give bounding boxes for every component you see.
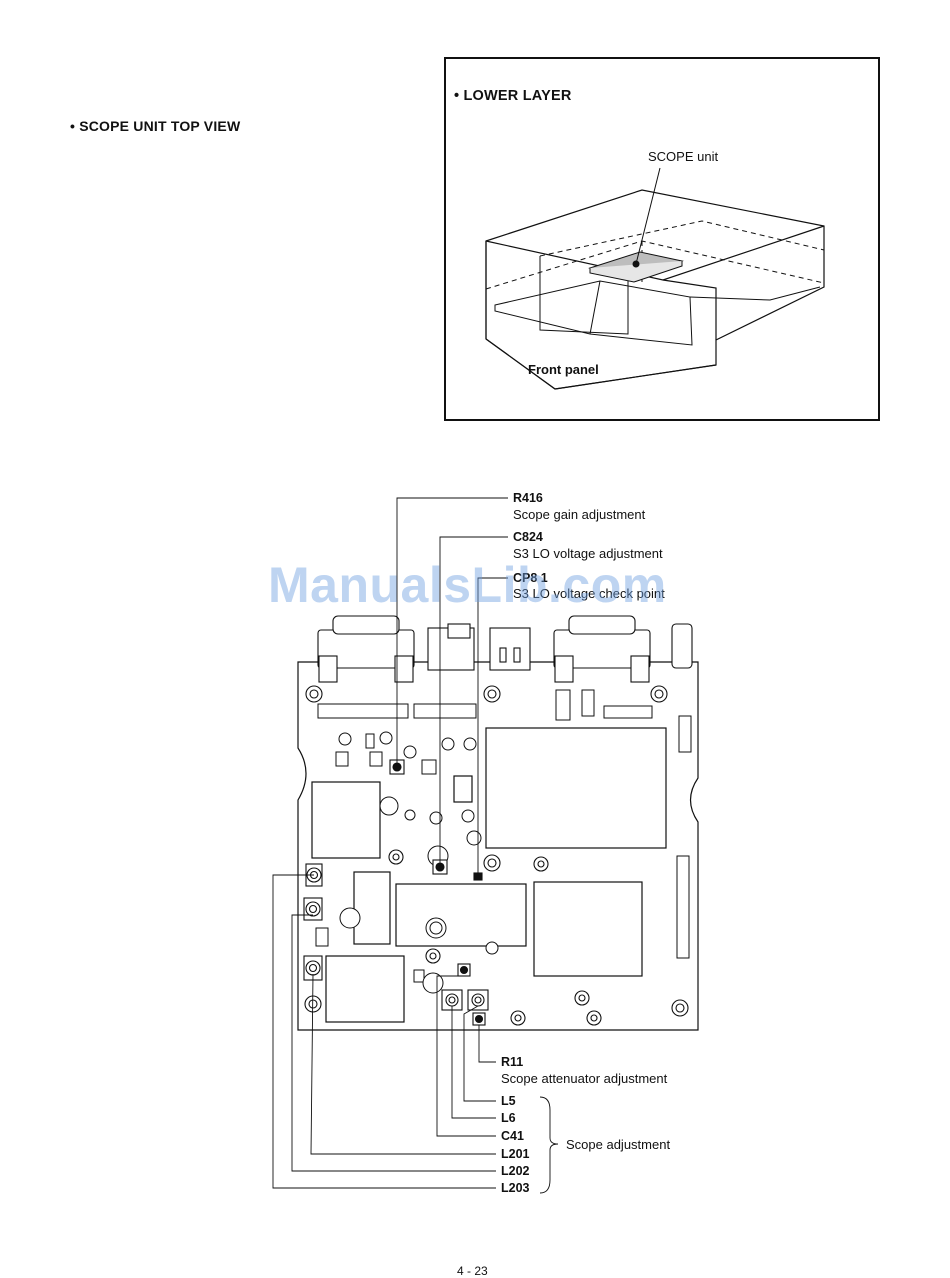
c824-ref: C824 xyxy=(513,530,543,544)
ic-vertical xyxy=(354,872,390,944)
shield-right xyxy=(534,882,642,976)
l5-ref: L5 xyxy=(501,1094,516,1108)
small-components xyxy=(316,732,498,993)
watermark: ManualsLib.com xyxy=(268,556,667,614)
top-connectors xyxy=(318,616,692,682)
usb-connector xyxy=(490,628,530,670)
l6-ref: L6 xyxy=(501,1111,516,1125)
scope-adjustment-brace xyxy=(540,1097,558,1193)
r11-ref: R11 xyxy=(501,1055,523,1069)
r416-ref: R416 xyxy=(513,491,543,505)
l203-ref: L203 xyxy=(501,1181,530,1195)
l201-ref: L201 xyxy=(501,1147,530,1161)
r416-desc: Scope gain adjustment xyxy=(513,507,646,522)
scope-vco-block xyxy=(396,884,526,946)
shield-lower-left xyxy=(326,956,404,1022)
side-jack xyxy=(672,624,692,668)
shield-blocks xyxy=(312,728,666,1022)
scope-adjustment-label: Scope adjustment xyxy=(566,1137,670,1152)
shield-left xyxy=(312,782,380,858)
l202-ref: L202 xyxy=(501,1164,530,1178)
c41-ref: C41 xyxy=(501,1129,524,1143)
shield-large xyxy=(486,728,666,848)
r11-desc: Scope attenuator adjustment xyxy=(501,1071,668,1086)
l202-leader xyxy=(292,915,496,1171)
